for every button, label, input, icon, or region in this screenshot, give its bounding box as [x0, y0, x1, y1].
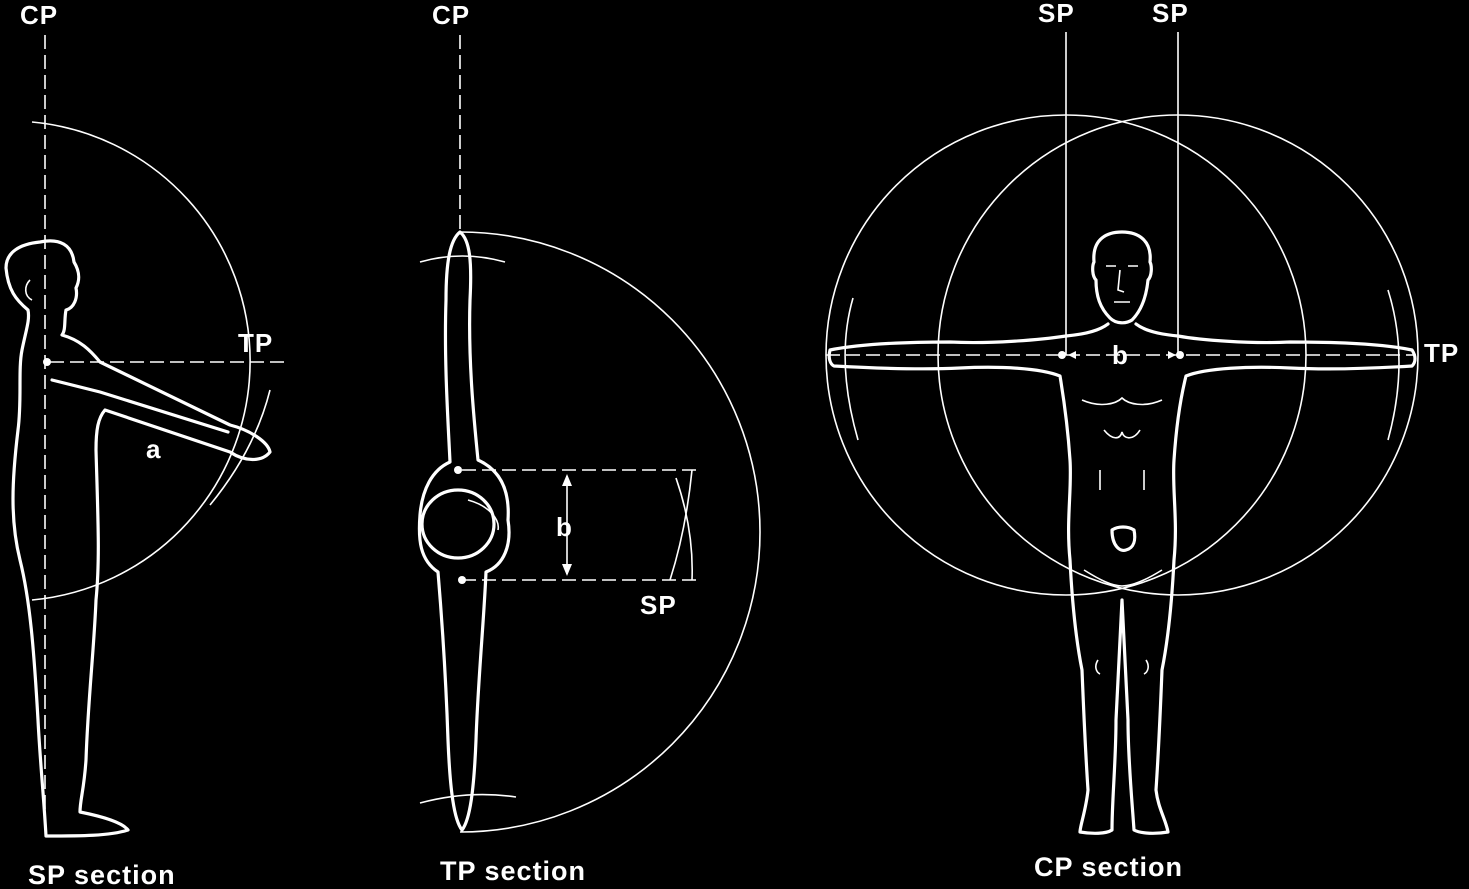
sp-arc-upper	[675, 477, 693, 581]
sp-label-right: SP	[1152, 0, 1189, 28]
shoulder-dot-upper	[454, 466, 462, 474]
top-figure	[417, 230, 511, 832]
arrow-head-up	[562, 474, 572, 486]
shoulder-dot-right	[1176, 351, 1184, 359]
front-figure-pelvis	[1110, 525, 1137, 552]
reach-arc	[459, 231, 761, 833]
panel-cp-section: SP SP b TP CP section	[825, 0, 1459, 882]
sp-label: SP	[640, 590, 677, 620]
reach-label-a: a	[146, 434, 161, 464]
front-figure-knees	[1095, 659, 1149, 675]
side-figure	[4, 239, 272, 838]
panel-tp-section: CP b SP TP section	[417, 0, 761, 886]
side-figure-ear	[24, 279, 33, 301]
panel-caption-tp: TP section	[440, 856, 586, 886]
tp-label: TP	[1424, 338, 1459, 368]
width-label-b: b	[1112, 340, 1129, 370]
top-figure-hair	[467, 499, 499, 531]
front-figure-chest	[1081, 396, 1163, 490]
sp-label-left: SP	[1038, 0, 1075, 28]
left-end-arc	[844, 297, 859, 441]
panel-caption-sp: SP section	[28, 860, 176, 889]
front-figure-face	[1106, 265, 1138, 303]
top-end-arc	[419, 255, 506, 263]
shoulder-dot-left	[1058, 351, 1066, 359]
top-figure-head	[420, 488, 496, 560]
panel-caption-cp: CP section	[1034, 852, 1183, 882]
reach-arc	[31, 121, 251, 601]
side-figure-arm-lower	[50, 378, 230, 434]
cp-label: CP	[432, 0, 470, 30]
bottom-end-arc	[419, 793, 517, 804]
sp-arc-lower	[669, 469, 693, 581]
arrow-head-right	[1168, 351, 1176, 359]
hand-arc	[209, 389, 271, 506]
shoulder-joint-dot	[43, 358, 51, 366]
right-end-arc	[1387, 289, 1400, 441]
tp-label: TP	[238, 328, 273, 358]
front-figure-body	[827, 322, 1417, 835]
arrow-head-down	[562, 564, 572, 576]
front-figure-head	[1091, 230, 1153, 325]
shoulder-dot-lower	[458, 576, 466, 584]
panel-sp-section: CP TP a SP section	[4, 0, 285, 889]
arrow-head-left	[1068, 351, 1076, 359]
cp-label: CP	[20, 0, 58, 30]
front-figure-hips	[1083, 569, 1163, 587]
width-label-b: b	[556, 512, 573, 542]
